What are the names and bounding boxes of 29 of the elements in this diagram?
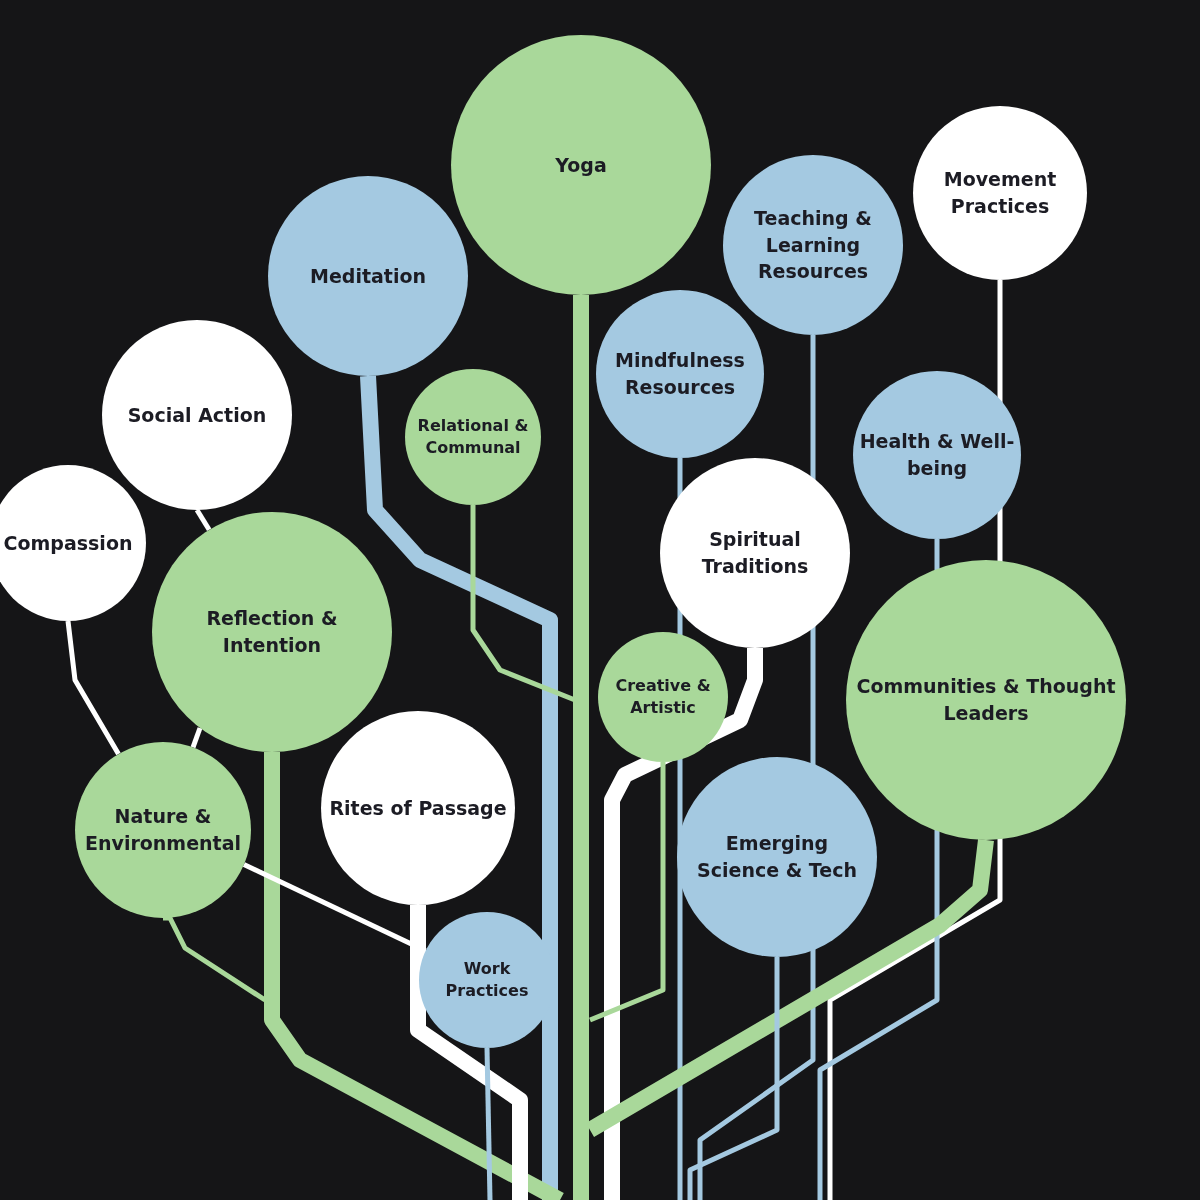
branch-line <box>65 620 121 756</box>
node-label: Creative & Artistic <box>614 674 712 719</box>
branch-line <box>470 505 576 703</box>
branch-line <box>410 905 528 1200</box>
branch-line <box>484 1047 493 1200</box>
node-label: Health & Well-being <box>859 429 1015 481</box>
node-label: Movement Practices <box>942 167 1058 219</box>
node-label: Emerging Science & Tech <box>696 831 858 883</box>
node-label: Mindfulness Resources <box>614 348 746 400</box>
node-label: Reflection & Intention <box>205 606 339 658</box>
branch-line <box>604 648 763 1200</box>
branch-line <box>190 727 203 749</box>
node-label: Communities & Thought Leaders <box>855 674 1117 726</box>
node-label: Nature & Environmental <box>84 804 242 856</box>
node-label: Compassion <box>3 530 133 556</box>
branch-line <box>163 915 267 1003</box>
node-label: Spiritual Traditions <box>700 527 810 579</box>
node-label: Work Practices <box>444 957 530 1002</box>
node-label: Rites of Passage <box>329 795 507 821</box>
branch-line <box>264 752 564 1200</box>
branch-line <box>687 957 780 1200</box>
branch-line <box>573 295 589 1200</box>
node-label: Teaching & Learning Resources <box>753 206 873 285</box>
node-label: Relational & Communal <box>416 414 530 459</box>
branch-line <box>194 508 212 532</box>
branch-line <box>589 762 666 1023</box>
node-label: Meditation <box>310 263 426 289</box>
node-label: Social Action <box>127 402 267 428</box>
node-label: Yoga <box>555 152 607 178</box>
